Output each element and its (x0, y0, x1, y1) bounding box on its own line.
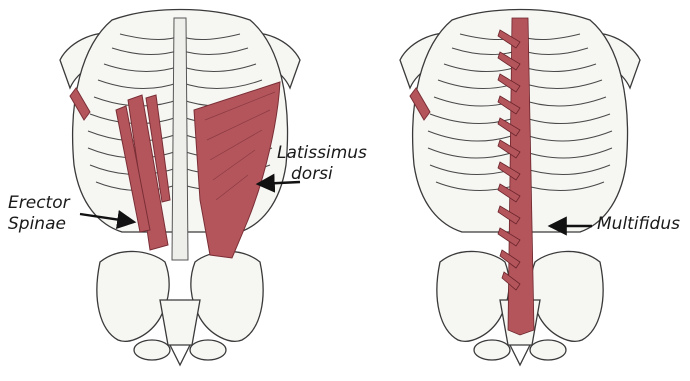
multifidus-label-text: Multifidus (597, 214, 680, 234)
latissimus-dorsi-label: Latissimus dorsi (277, 143, 367, 185)
latissimus-dorsi-label-line2: dorsi (277, 164, 367, 185)
erector-spinae-label-line1: Erector (8, 193, 70, 213)
erector-spinae-label-line2: Spinae (8, 214, 70, 235)
multifidus-label: Multifidus (597, 214, 680, 235)
latissimus-dorsi-label-line1: Latissimus (277, 143, 367, 163)
left-back-skeleton (60, 10, 300, 366)
erector-spinae-label: Erector Spinae (8, 193, 70, 235)
